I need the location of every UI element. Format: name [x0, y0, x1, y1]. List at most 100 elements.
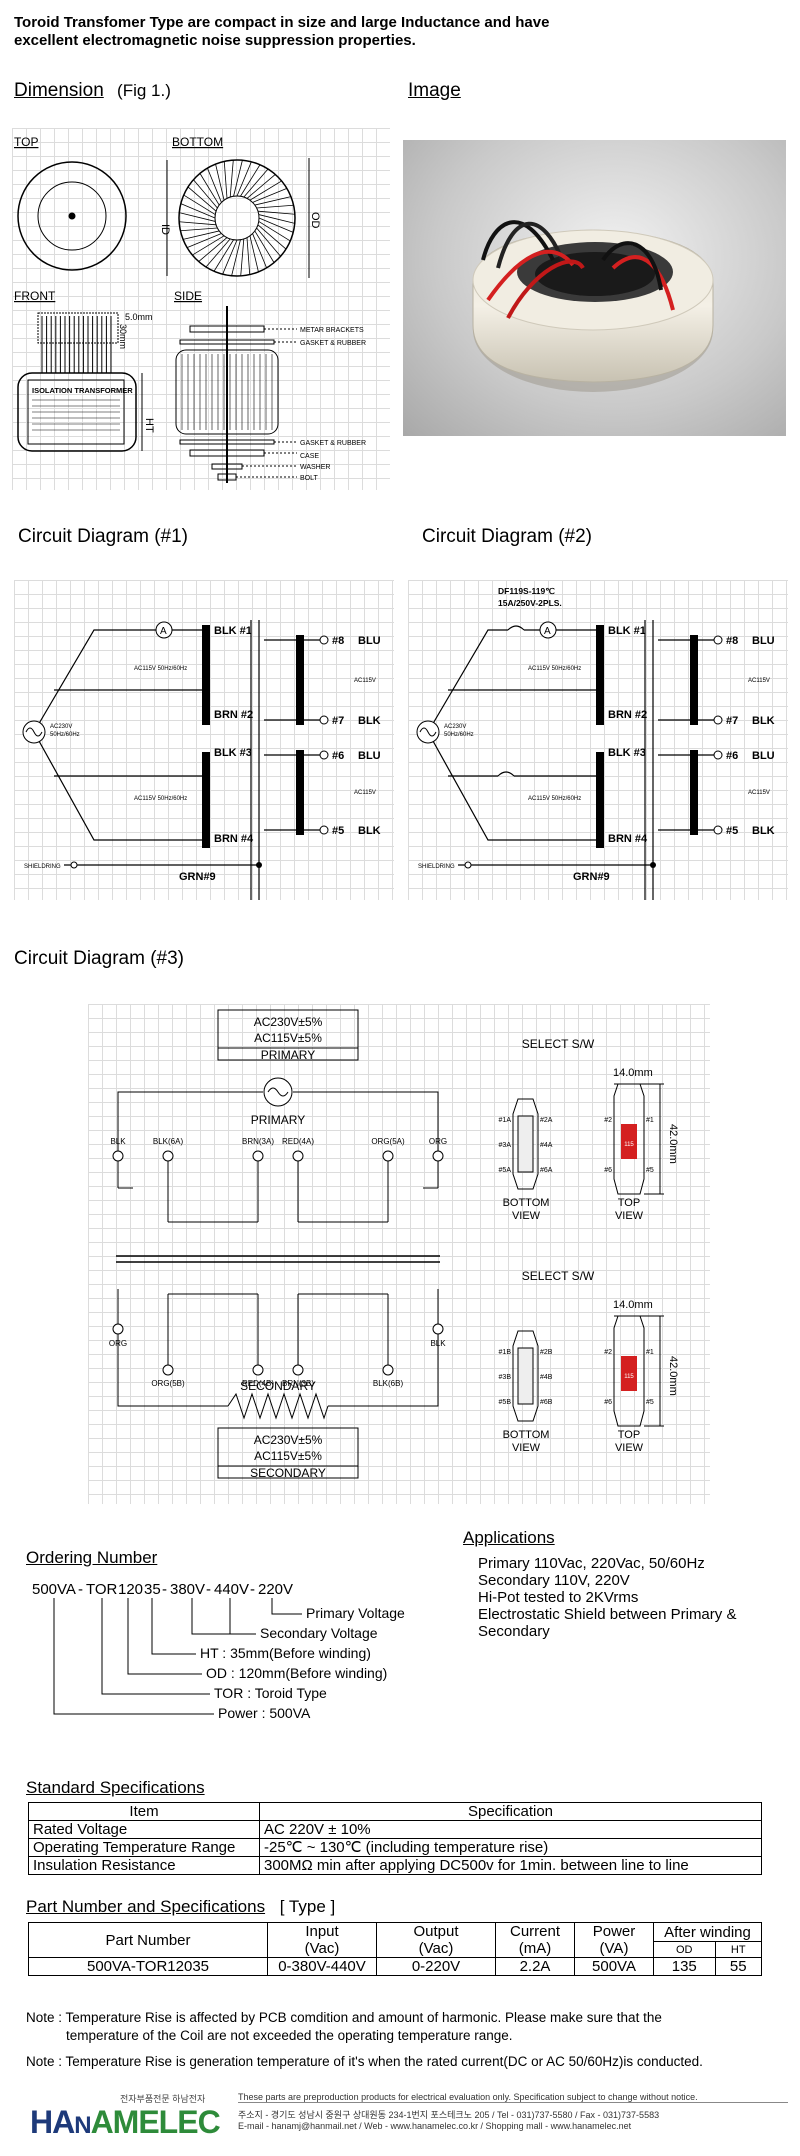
table-row: 500VA-TOR12035 0-380V-440V 0-220V 2.2A 5… [28, 1957, 763, 1976]
notes: Note : Temperature Rise is affected by P… [26, 2009, 796, 2071]
standard-heading: Standard Specifications [26, 1778, 205, 1797]
c3-st-0: ORG [109, 1339, 127, 1348]
pn-power-2: (VA) [599, 1940, 629, 1957]
winding-line [183, 230, 220, 240]
winding-line [258, 217, 294, 233]
order-label-tor: TOR : Toroid Type [214, 1685, 327, 1701]
c3-select-a: SELECT S/W [522, 1037, 595, 1051]
standard-spec-table: Item Specification Rated Voltage AC 220V… [28, 1802, 762, 1875]
code-ht: 35 [144, 1581, 161, 1598]
app-line-4: Secondary [478, 1623, 550, 1640]
c1-shield: SHIELDRING [24, 864, 61, 870]
pn-output: 0-220V [376, 1957, 496, 1976]
ordering-heading: Ordering Number [26, 1548, 158, 1567]
winding-line [249, 180, 282, 201]
winding-line [233, 160, 243, 197]
c1-sec-6: #6 [332, 750, 344, 762]
footer-address: 주소지 - 경기도 성남시 중원구 상대원동 234-1번지 포스테크노 205… [238, 2110, 660, 2120]
c2-sec-8: #8 [726, 635, 738, 647]
table-row: Operating Temperature Range -25℃ ~ 130℃ … [28, 1838, 762, 1857]
code-sec2: 440V [214, 1581, 249, 1598]
pn-power: 500VA [574, 1957, 654, 1976]
code-dash-2: - [162, 1581, 167, 1598]
order-label-ht: HT : 35mm(Before winding) [200, 1645, 371, 1661]
pn-current: 2.2A [495, 1957, 575, 1976]
code-power: 500VA [32, 1581, 76, 1598]
c1-source-freq: 50Hz/60Hz [50, 732, 80, 738]
c3-st-1: ORG(5B) [151, 1379, 185, 1388]
table-row: Rated Voltage AC 220V ± 10% [28, 1820, 762, 1839]
winding-line [213, 239, 234, 272]
sw-b-l1: #3B [499, 1374, 512, 1381]
pn-ht: 55 [714, 1957, 763, 1976]
dimension-fig: (Fig 1.) [117, 81, 171, 100]
winding-line [236, 161, 252, 197]
front-view [17, 312, 143, 452]
note-0: Note : Temperature Rise is affected by P… [26, 2010, 662, 2025]
sw-a-l2: #5A [499, 1167, 512, 1174]
sw-a-tl1: #6 [604, 1167, 612, 1174]
select-switch-b: SELECT S/W 115 14.0mm 42.0mm #1B #3B #5B… [499, 1269, 679, 1454]
pn-current-1: Current [509, 1923, 561, 1940]
c2-pri-1: BRN #2 [608, 709, 647, 721]
sw-b-tr0: #1 [646, 1349, 654, 1356]
c3-pt-2: BRN(3A) [242, 1137, 274, 1146]
dimension-title: Dimension [14, 80, 104, 101]
c1-ammeter: A [160, 626, 167, 637]
winding-line [240, 164, 261, 197]
label-front: FRONT [14, 289, 56, 303]
winding-line [187, 186, 217, 212]
sw-b-tv2: VIEW [615, 1442, 644, 1454]
circuit3-diagram: AC230V±5% AC115V±5% PRIMARY PRIMARY SECO… [88, 1004, 710, 1504]
c1-sec-7: #7 [332, 715, 344, 727]
sw-a-tv2: VIEW [615, 1210, 644, 1222]
circuit2-diagram: A DF119S-119℃ 15A/250V-2PLS. BLK #1 BRN … [408, 580, 788, 900]
winding-line [240, 238, 245, 276]
logo-amelec: AMELEC [90, 2104, 221, 2140]
std-r1-item: Operating Temperature Range [28, 1838, 260, 1857]
pn-input-1: Input [305, 1923, 339, 1940]
pn-power-1: Power [592, 1923, 636, 1940]
side-label-0: METAR BRACKETS [300, 327, 364, 334]
footer-disclaimer: These parts are preproduction products f… [238, 2092, 698, 2102]
c3-st-5: BLK [430, 1339, 446, 1348]
sw-a-dim14: 14.0mm [613, 1067, 653, 1079]
c3-sec-ac115: AC115V±5% [254, 1449, 322, 1463]
side-label-5: BOLT [300, 475, 318, 482]
winding-line [254, 196, 291, 206]
applications-heading: Applications [463, 1528, 555, 1548]
sw-b-tr1: #5 [646, 1399, 654, 1406]
side-label-1: GASKET & RUBBER [300, 340, 366, 347]
winding-line [231, 239, 241, 276]
order-label-power: Power : 500VA [218, 1705, 311, 1721]
c1-sec-8: #8 [332, 635, 344, 647]
c2-sec-7: #7 [726, 715, 738, 727]
table-row: Insulation Resistance 300MΩ min after ap… [28, 1856, 762, 1875]
label-ht: HT [143, 418, 155, 433]
c2-pri-3: BRN #4 [608, 833, 648, 845]
circuit2-heading: Circuit Diagram (#2) [422, 526, 592, 547]
select-switch-a: SELECT S/W 115 14.0mm 42.0mm #1A #3A #5A… [499, 1037, 679, 1222]
winding-line [215, 164, 225, 201]
winding-line [252, 188, 288, 203]
pn-header-current: Current(mA) [495, 1922, 575, 1958]
c2-sec-blu1: BLU [752, 635, 775, 647]
applications-list: Primary 110Vac, 220Vac, 50/60Hz Secondar… [478, 1555, 736, 1640]
c1-pri-0: BLK #1 [214, 625, 252, 637]
winding-line [180, 203, 216, 219]
winding-line [256, 227, 281, 257]
sw-b-r2: #6B [540, 1399, 553, 1406]
c2-sec-6: #6 [726, 750, 738, 762]
c2-sec-blu2: BLU [752, 750, 775, 762]
winding-line [198, 237, 228, 262]
winding-line [192, 235, 225, 256]
winding-line [246, 237, 251, 275]
side-labels: METAR BRACKETS GASKET & RUBBER GASKET & … [300, 327, 366, 482]
app-line-1: Secondary 110V, 220V [478, 1572, 630, 1589]
circuit3-svg: AC230V±5% AC115V±5% PRIMARY PRIMARY SECO… [109, 1009, 679, 1480]
std-header-item: Item [28, 1802, 260, 1821]
winding-line [207, 167, 222, 203]
winding-line [254, 230, 275, 263]
circuit1-diagram: A BLK #1 BRN #2 BLK #3 BRN #4 #8 BLU #7 … [14, 580, 394, 900]
sw-a-tl0: #2 [604, 1117, 612, 1124]
